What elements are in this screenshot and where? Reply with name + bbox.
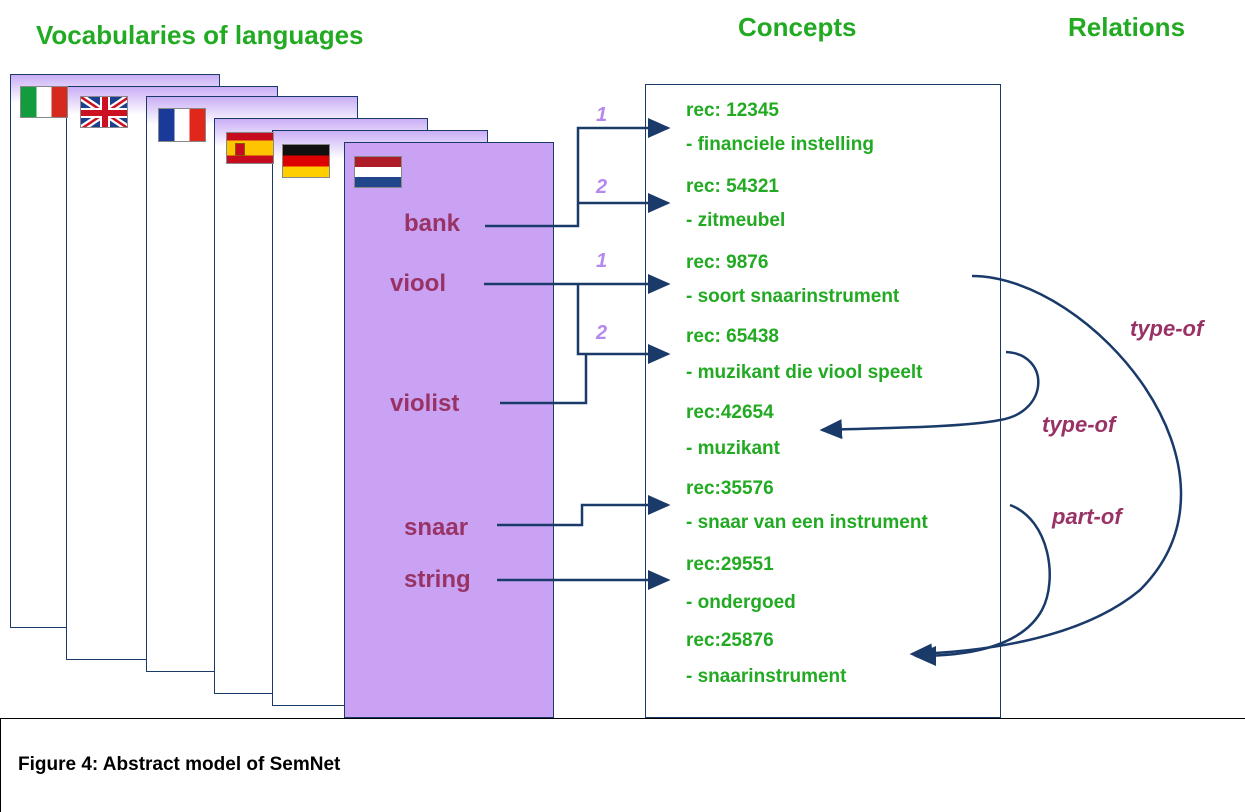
italy-flag-icon bbox=[20, 86, 68, 118]
concept-gloss: - soort snaarinstrument bbox=[686, 286, 900, 307]
snaar-arrow bbox=[497, 495, 671, 527]
concept-gloss: - snaar van een instrument bbox=[686, 512, 928, 533]
concept-id: rec:35576 bbox=[686, 478, 774, 499]
caption-box bbox=[0, 718, 1245, 812]
concept-id: rec: 65438 bbox=[686, 326, 779, 347]
concept-id: rec: 12345 bbox=[686, 100, 779, 121]
viool-sense-2-arrow bbox=[576, 284, 671, 364]
concept-gloss: - muzikant die viool speelt bbox=[686, 362, 923, 383]
word-bank: bank bbox=[404, 210, 461, 237]
relation-label-type-of: type-of bbox=[1042, 412, 1116, 437]
sense-number: 2 bbox=[596, 322, 608, 344]
bank-sense-1-arrow bbox=[485, 118, 671, 228]
sense-number: 1 bbox=[596, 104, 608, 126]
concept-gloss: - snaarinstrument bbox=[686, 666, 847, 687]
word-string: string bbox=[404, 566, 471, 593]
vocabularies-heading: Vocabularies of languages bbox=[36, 20, 364, 50]
concept-gloss: - muzikant bbox=[686, 438, 780, 459]
concept-gloss: - zitmeubel bbox=[686, 210, 786, 231]
concepts-heading: Concepts bbox=[738, 12, 857, 42]
sense-number: 2 bbox=[596, 176, 608, 198]
netherlands-flag-icon bbox=[354, 156, 402, 188]
word-violist: violist bbox=[390, 390, 460, 417]
word-viool: viool bbox=[390, 270, 447, 297]
sense-number: 1 bbox=[596, 250, 608, 272]
relation-label-part-of: part-of bbox=[1052, 504, 1122, 529]
spain-flag-icon bbox=[226, 132, 274, 164]
violist-link bbox=[500, 354, 588, 405]
concept-id: rec: 9876 bbox=[686, 252, 769, 273]
concept-id: rec:25876 bbox=[686, 630, 774, 651]
concept-id: rec: 54321 bbox=[686, 176, 779, 197]
type-of-arc-small bbox=[819, 350, 1040, 440]
france-flag-icon bbox=[158, 108, 206, 142]
concept-gloss: - ondergoed bbox=[686, 592, 796, 613]
concept-id: rec:29551 bbox=[686, 554, 774, 575]
relation-label-type-of: type-of bbox=[1130, 316, 1204, 341]
type-of-arc-large bbox=[909, 274, 1183, 664]
vocabulary-sheet-dutch bbox=[344, 142, 554, 718]
figure-caption: Figure 4: Abstract model of SemNet bbox=[18, 754, 341, 775]
united-kingdom-flag-icon bbox=[80, 96, 128, 128]
germany-flag-icon bbox=[282, 144, 330, 178]
concept-gloss: - financiele instelling bbox=[686, 134, 874, 155]
relations-heading: Relations bbox=[1068, 12, 1186, 42]
word-snaar: snaar bbox=[404, 514, 469, 541]
concepts-box bbox=[645, 84, 1001, 718]
concept-id: rec:42654 bbox=[686, 402, 774, 423]
part-of-arc bbox=[913, 503, 1051, 666]
